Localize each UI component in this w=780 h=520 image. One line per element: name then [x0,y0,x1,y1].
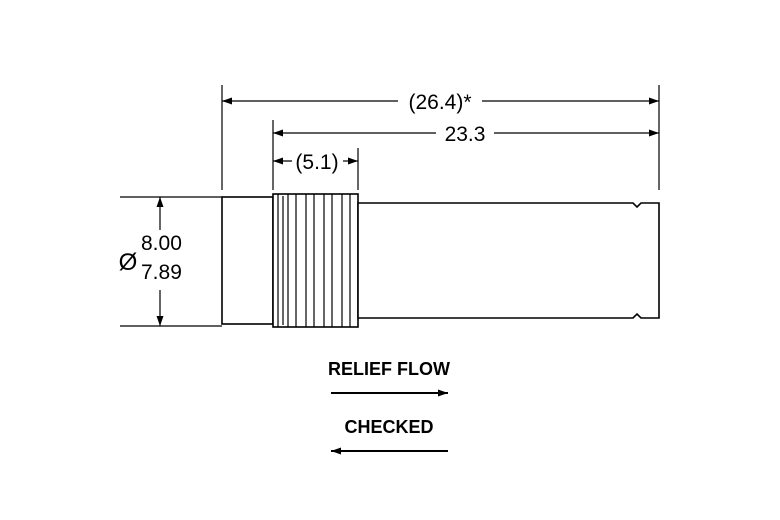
part-thread-section [272,193,359,328]
dimension-overall: (26.4)* [222,91,659,114]
diameter-min-label: 7.89 [141,261,182,284]
dimension-body: 23.3 [273,123,659,146]
thread-start-edge [277,194,284,327]
dimension-diameter: Ø 8.00 7.89 [119,197,182,326]
dimension-thread-label: (5.1) [295,151,338,174]
diameter-symbol: Ø [119,249,138,276]
dimension-thread: (5.1) [273,151,358,174]
part-main-body [357,202,660,319]
relief-flow-label: RELIEF FLOW [328,359,450,379]
thread-grooves [277,194,351,327]
dimension-body-label: 23.3 [445,123,486,146]
dimension-overall-label: (26.4)* [408,91,471,114]
cartridge-valve-part [221,193,660,328]
flow-legend: RELIEF FLOW CHECKED [328,359,450,455]
diameter-max-label: 8.00 [141,232,182,255]
checked-label: CHECKED [344,417,433,437]
part-nose-section [221,196,274,325]
